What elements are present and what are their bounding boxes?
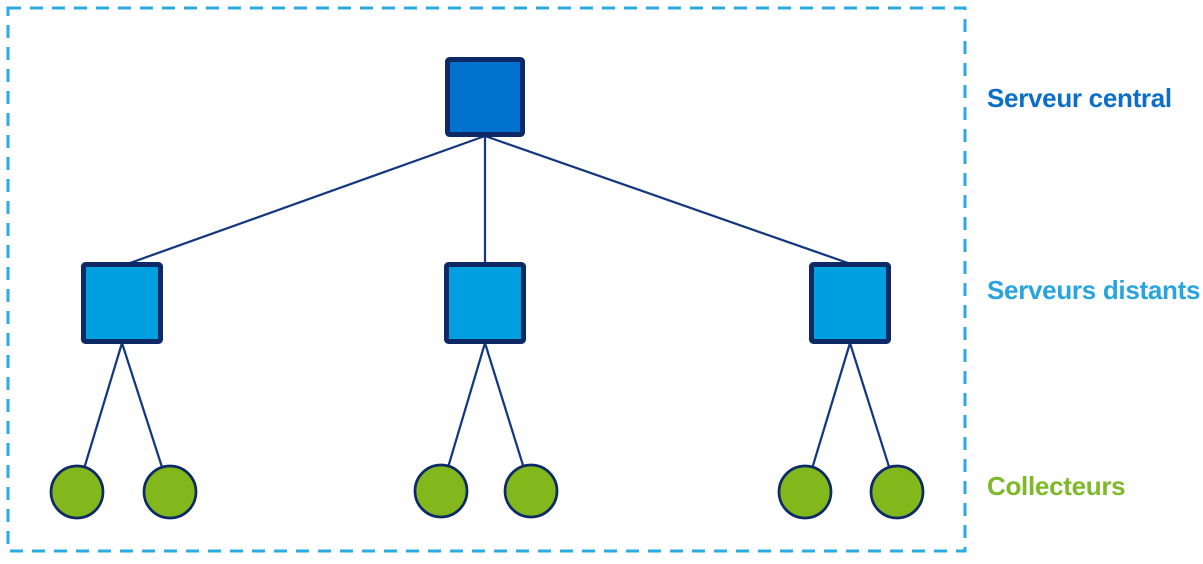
dashed-border xyxy=(6,6,967,553)
label-collecteurs: Collecteurs xyxy=(987,471,1126,501)
label-serveurs-distants: Serveurs distants xyxy=(987,275,1201,305)
edge-3 xyxy=(484,134,849,265)
remote-server-node-3 xyxy=(809,262,891,344)
collector-node-3 xyxy=(413,463,469,519)
central-server-node xyxy=(445,57,525,137)
collector-node-5 xyxy=(777,464,833,520)
edge-1 xyxy=(129,134,486,265)
collector-node-6 xyxy=(869,464,925,520)
remote-server-node-1 xyxy=(81,262,163,344)
label-serveur-central: Serveur central xyxy=(987,83,1172,113)
remote-server-node-2 xyxy=(444,262,526,344)
collector-node-2 xyxy=(142,464,198,520)
collector-node-4 xyxy=(503,463,559,519)
collector-node-1 xyxy=(49,464,105,520)
